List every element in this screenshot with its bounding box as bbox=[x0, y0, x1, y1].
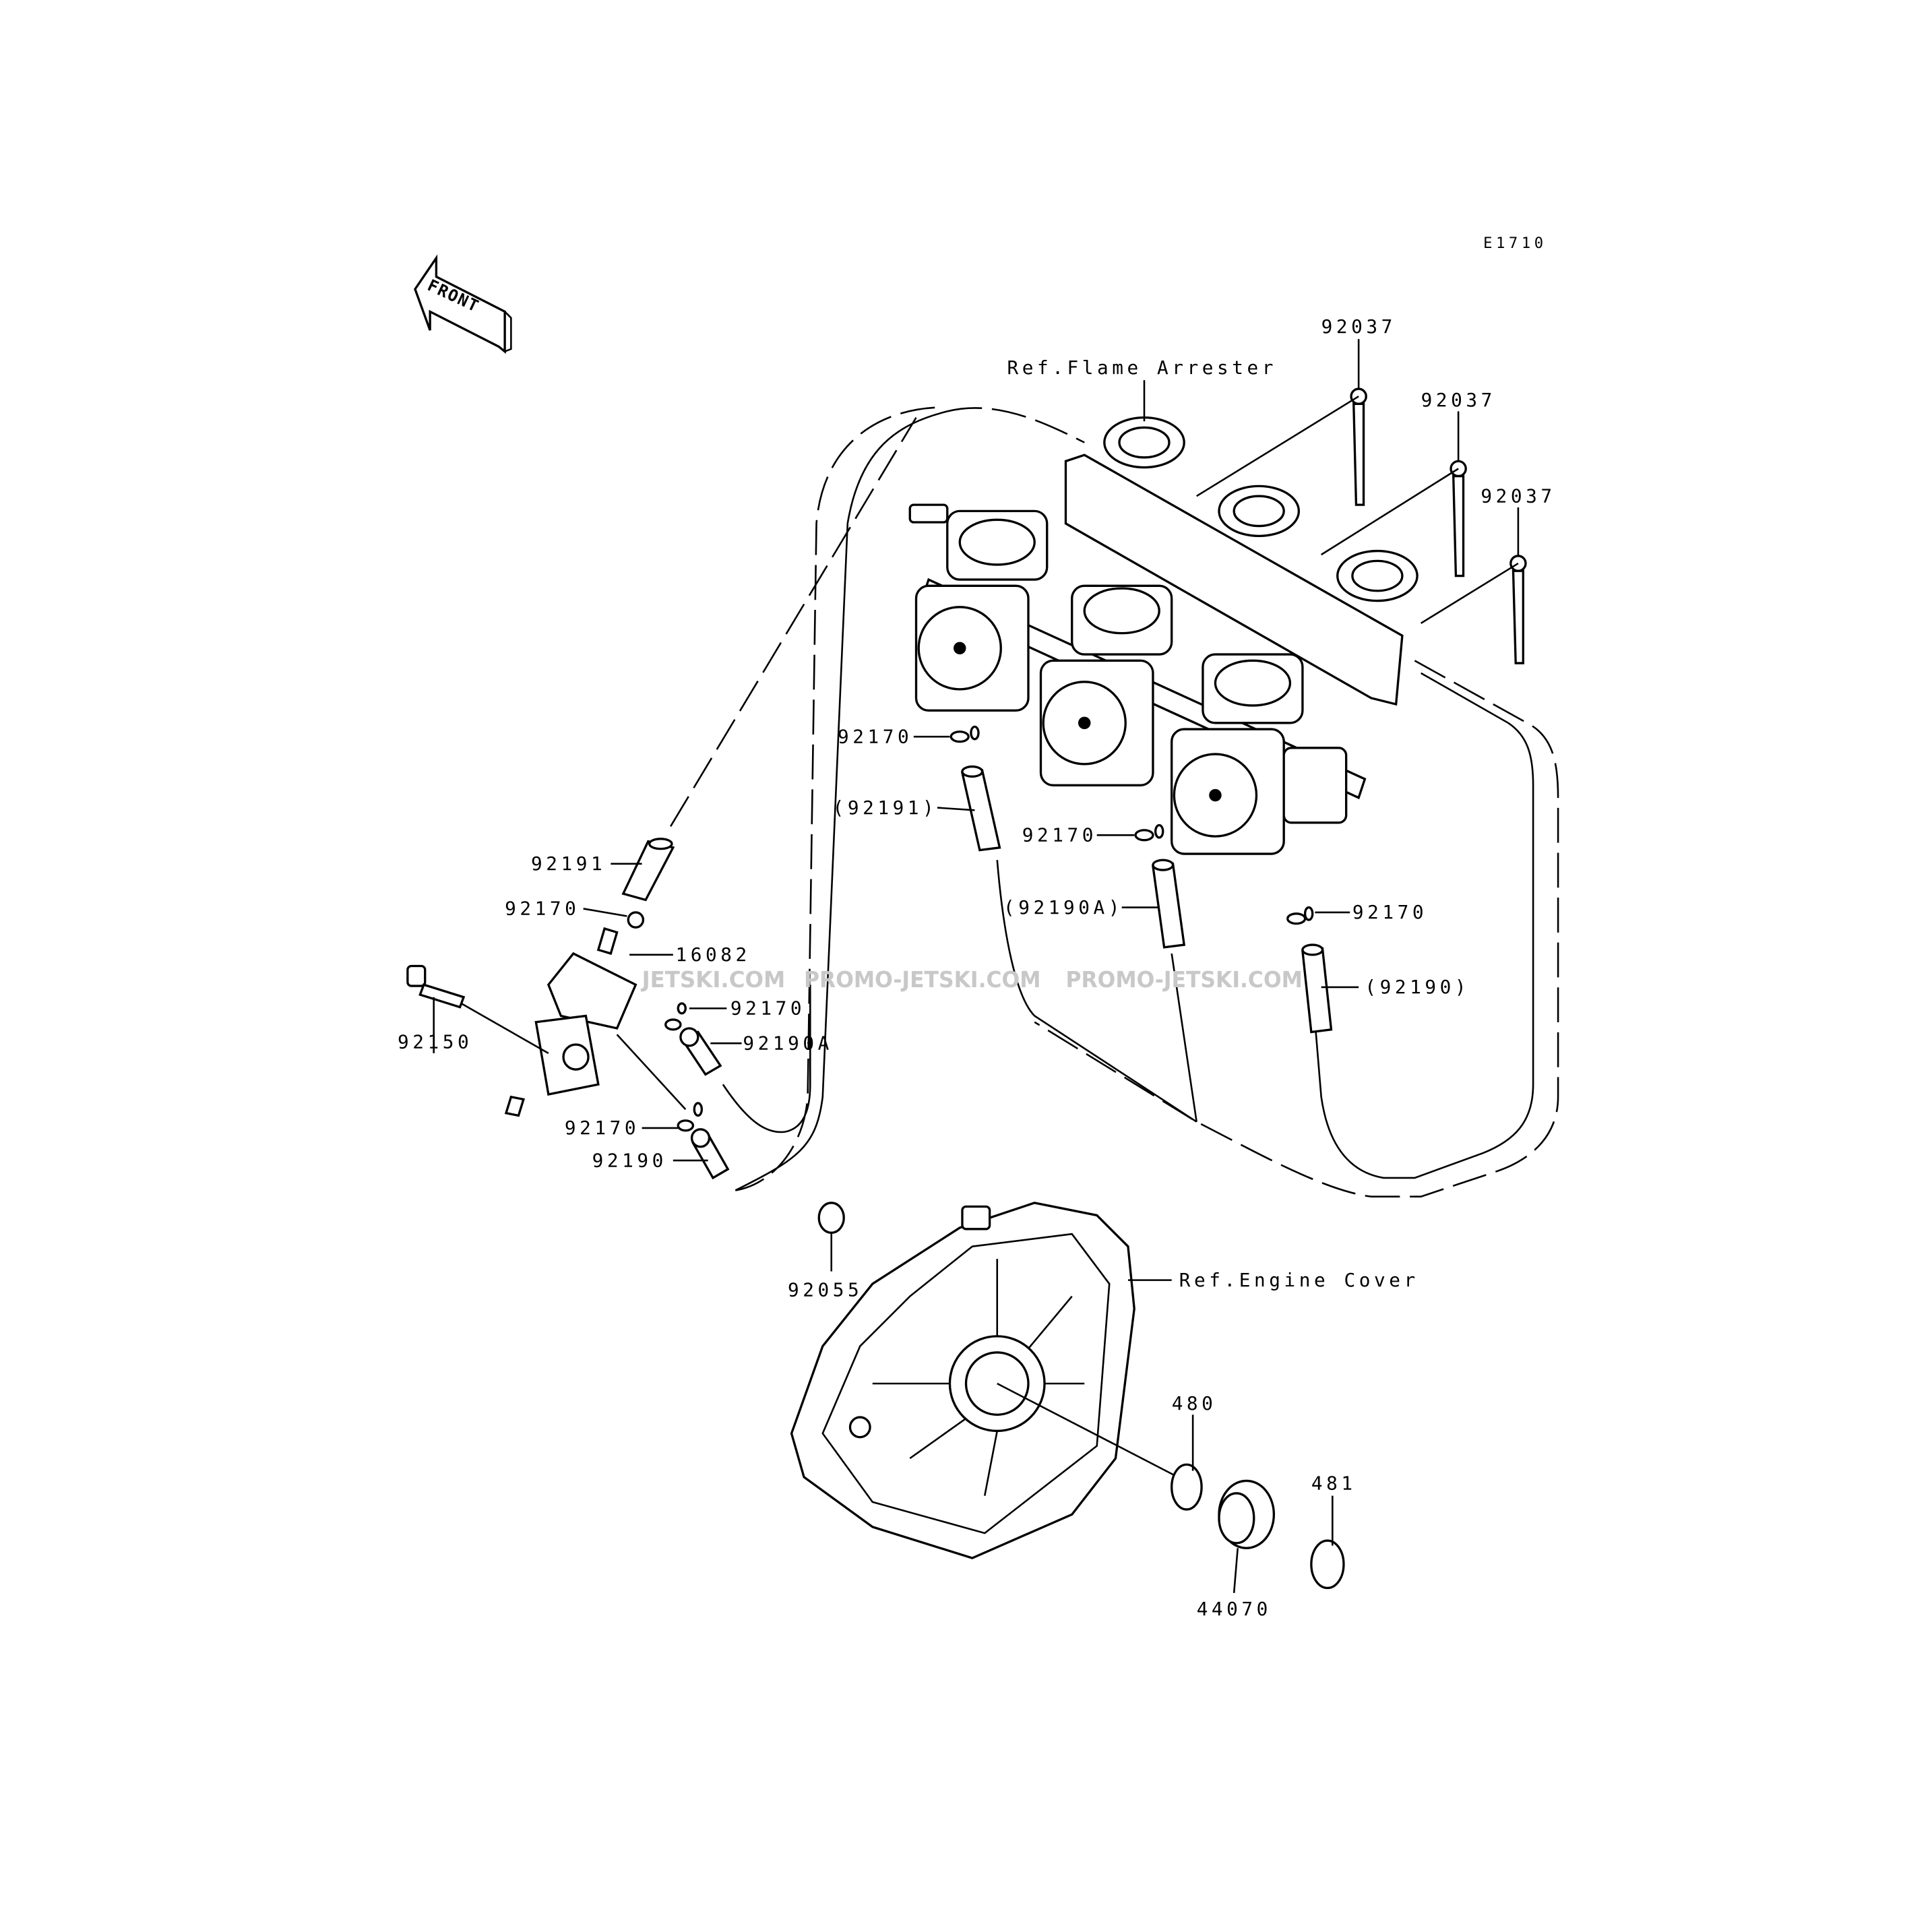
clamp-92170 bbox=[664, 1002, 687, 1031]
leader-line bbox=[460, 1002, 549, 1055]
diagram-code: E1710 bbox=[1483, 235, 1547, 252]
engine-cover bbox=[790, 1202, 1135, 1559]
leader-line bbox=[616, 1034, 687, 1111]
part-label-92170: 92170 bbox=[838, 725, 912, 747]
watermark: PROMO-JETSKI.COM bbox=[1065, 966, 1302, 993]
part-label-92170: 92170 bbox=[1352, 901, 1427, 923]
watermark: PROMO-JETSKI.COM bbox=[804, 966, 1040, 993]
part-label-16082: 16082 bbox=[676, 943, 751, 966]
part-label-92190: 92190 bbox=[592, 1149, 667, 1171]
part-label-92037: 92037 bbox=[1481, 485, 1555, 507]
hose-line bbox=[996, 860, 1197, 1123]
ref-engine-cover-label: Ref.Engine Cover bbox=[1179, 1269, 1419, 1291]
part-label-92170: 92170 bbox=[1022, 824, 1097, 846]
part-label-92150: 92150 bbox=[398, 1031, 472, 1053]
carburetor-assembly bbox=[908, 503, 1367, 855]
part-label-44070: 44070 bbox=[1197, 1598, 1272, 1620]
part-label-481: 481 bbox=[1311, 1472, 1357, 1494]
clamp-92170 bbox=[949, 725, 980, 743]
leader-line bbox=[997, 1382, 1179, 1478]
hose-92190a-ref bbox=[1152, 859, 1186, 949]
hose-92191-ref bbox=[960, 765, 1001, 852]
o-ring-92055 bbox=[817, 1202, 845, 1234]
hose-line bbox=[722, 985, 811, 1133]
part-label-92191: 92191 bbox=[531, 852, 606, 875]
hose-92191 bbox=[621, 838, 675, 902]
part-label-92037: 92037 bbox=[1421, 389, 1496, 411]
part-label-92190-ref: (92190) bbox=[1365, 976, 1470, 998]
part-label-92170: 92170 bbox=[505, 898, 580, 920]
part-label-480: 480 bbox=[1172, 1392, 1217, 1414]
ref-flame-arrester-label: Ref.Flame Arrester bbox=[1007, 356, 1277, 379]
hose-route-diag bbox=[670, 416, 917, 828]
label-leaders bbox=[433, 339, 1520, 1593]
circlip-481 bbox=[1310, 1539, 1345, 1590]
part-label-92170: 92170 bbox=[730, 997, 805, 1020]
hose-route-right bbox=[947, 407, 1559, 1197]
flame-arrester-flange bbox=[1064, 416, 1419, 706]
hose-92190-ref bbox=[1301, 943, 1333, 1034]
fuel-filter-16082 bbox=[504, 927, 637, 1117]
clamp-92170 bbox=[627, 911, 645, 929]
hose-line bbox=[1171, 953, 1197, 1122]
clamp-92170 bbox=[1286, 906, 1314, 925]
part-label-92191-ref: (92191) bbox=[833, 797, 938, 819]
circlip-480 bbox=[1171, 1463, 1203, 1511]
hose-route-outer bbox=[735, 406, 935, 1191]
hose-92190a bbox=[679, 1027, 722, 1076]
bolt-92037 bbox=[1350, 387, 1367, 506]
part-label-92037: 92037 bbox=[1321, 315, 1396, 338]
bolt-92037 bbox=[1509, 555, 1527, 664]
hose-92190 bbox=[690, 1128, 730, 1180]
hose-route-right-inner bbox=[1314, 672, 1534, 1179]
leader-lines bbox=[1196, 396, 1519, 624]
part-label-92170: 92170 bbox=[565, 1117, 640, 1139]
front-arrow-icon: FRONT bbox=[414, 254, 512, 354]
clamp-92170 bbox=[677, 1102, 704, 1132]
clamp-92170 bbox=[1134, 823, 1164, 842]
hose-route-inner bbox=[735, 410, 948, 1191]
watermark: JETSKI.COM bbox=[641, 966, 786, 993]
part-label-92190a: 92190A bbox=[743, 1032, 832, 1054]
part-label-92190a-ref: (92190A) bbox=[1003, 896, 1123, 918]
bearing-44070 bbox=[1218, 1479, 1276, 1549]
bolt-92037 bbox=[1450, 460, 1467, 578]
bolt-92150 bbox=[406, 964, 466, 1009]
part-label-92055: 92055 bbox=[788, 1279, 863, 1301]
